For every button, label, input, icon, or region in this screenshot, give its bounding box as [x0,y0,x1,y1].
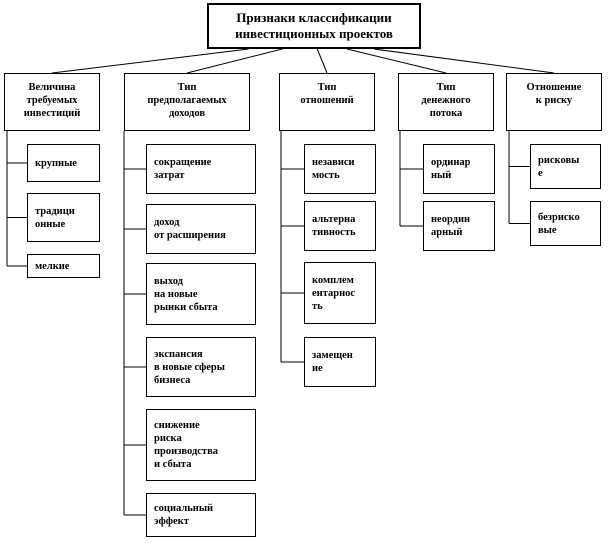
cash-flow-type-item-1: ординар ный [423,144,495,194]
category-relation-type: Тип отношений [279,73,375,131]
income-type-item-4: экспансия в новые сферы бизнеса [146,337,256,397]
investment-size-item-1: крупные [27,144,100,182]
root-to-risk-attitude-line [373,48,555,74]
root-classification-box: Признаки классификации инвестиционных пр… [207,3,421,49]
root-to-income-type-line [186,48,283,74]
income-type-item-5: снижение риска производства и сбыта [146,409,256,481]
relation-type-item-1: независи мость [304,144,376,194]
category-investment-size: Величина требуемых инвестиций [4,73,100,131]
relation-type-item-4: замещен ие [304,337,376,387]
relation-type-item-2: альтерна тивность [304,201,376,251]
category-cash-flow-type: Тип денежного потока [398,73,494,131]
income-type-item-3: выход на новые рынки сбыта [146,263,256,325]
cash-flow-type-item-2: неордин арный [423,201,495,251]
relation-type-item-3: комплем ентарнос ть [304,262,376,324]
investment-size-item-2: традици онные [27,193,100,242]
risk-attitude-item-1: рисковы е [530,144,601,189]
investment-size-item-3: мелкие [27,254,100,278]
risk-attitude-item-2: безриско вые [530,201,601,246]
root-to-cash-flow-type-line [346,48,447,74]
income-type-item-6: социальный эффект [146,493,256,537]
root-to-investment-size-line [51,48,249,74]
income-type-item-1: сокращение затрат [146,144,256,194]
category-income-type: Тип предполагаемых доходов [124,73,250,131]
category-risk-attitude: Отношение к риску [506,73,602,131]
income-type-item-2: доход от расширения [146,204,256,254]
root-to-relation-type-line [316,48,328,74]
